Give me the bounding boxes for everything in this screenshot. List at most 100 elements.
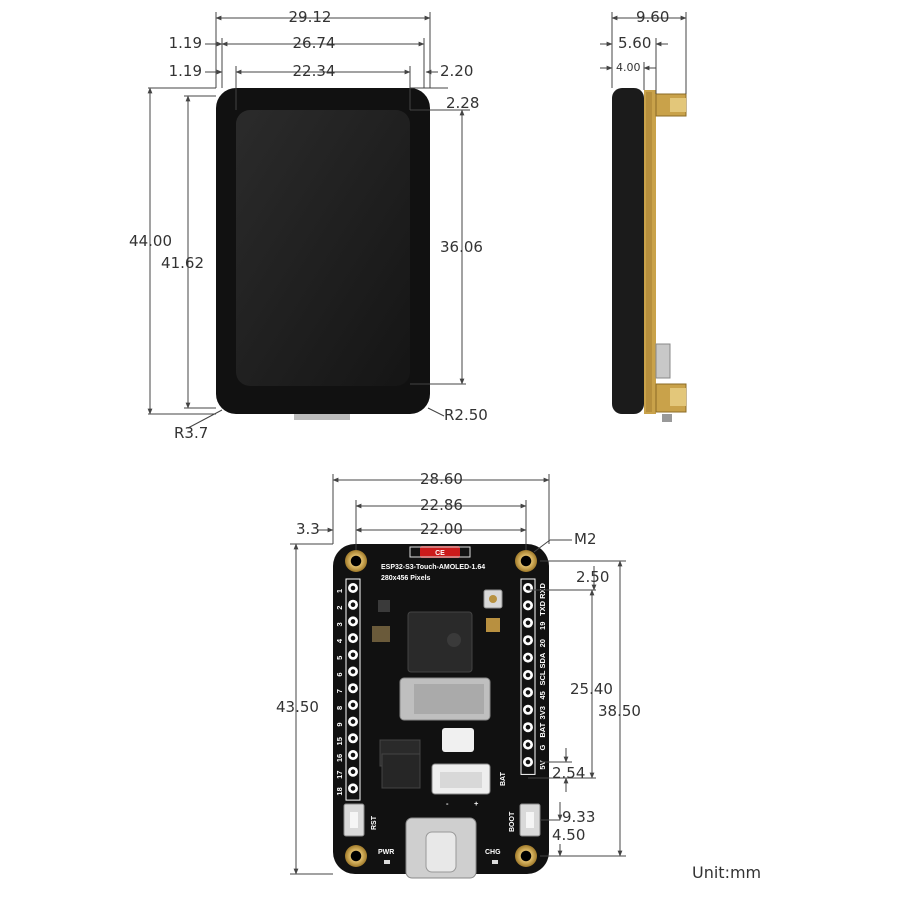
dim-active-height: 36.06 [440,238,483,256]
mounting-hole-top-left [345,550,367,572]
header-pin-label: 2 [335,606,344,610]
dim-board-height: 43.50 [276,698,319,716]
dim-header-top-offset: 2.50 [576,568,609,586]
header-pin-label: 16 [335,754,344,762]
dim-overall-height: 44.00 [129,232,172,250]
header-pin-hole [525,707,531,713]
dim-bezel-width: 26.74 [293,34,336,52]
chg-label: CHG [485,849,501,856]
side-view: 9.60 5.60 4.00 [600,8,687,422]
dim-right-offset: 2.20 [440,62,473,80]
ce-mark-box [420,546,460,558]
side-header-top-pin [670,98,686,112]
side-header-bottom-pin [670,388,686,406]
dim-hole-vertical-span: 38.50 [598,702,641,720]
header-pin-hole [350,702,356,708]
rst-label: RST [371,815,378,830]
usb-tab [294,414,350,420]
dim-active-width: 22.34 [293,62,336,80]
side-pcb-inner [646,92,652,412]
board-view: CE ESP32-S3-Touch-AMOLED-1.64 280x456 Pi… [276,470,641,879]
header-pin-label: 20 [538,639,547,647]
header-pin-label: 5 [335,656,344,660]
dim-hole-bottom-offset: 4.50 [552,826,585,844]
header-pin-label: BAT [538,722,547,737]
left-pins-outline [345,578,361,801]
header-pin-label: 4 [335,638,344,643]
header-pin-hole [350,769,356,774]
header-pin-label: 3V3 [538,706,547,719]
header-pin-hole [525,742,531,747]
dim-left-offset-top: 1.19 [169,34,202,52]
header-pin-label: 8 [335,706,344,710]
waveshare-logo [442,728,474,752]
gold-chip [486,618,500,632]
header-pin-hole [525,759,531,765]
header-pin-label: 6 [335,672,344,676]
header-pin-label: SCL [538,670,547,685]
header-pin-hole [525,655,531,660]
rst-button-cap[interactable] [350,812,358,828]
header-pin-label: G [538,745,547,751]
right-pins-outline [520,578,536,775]
boot-button-cap[interactable] [526,812,534,828]
side-usb-port [655,343,671,379]
dim-left-offset-inner: 1.19 [169,62,202,80]
dim-hole-edge-offset: 3.3 [296,520,320,538]
esp32-logo [447,633,461,647]
ce-mark: CE [435,550,445,557]
dim-corner-radius-left: R3.7 [174,424,208,442]
model-name: ESP32-S3-Touch-AMOLED-1.64 [381,564,485,571]
mounting-hole-top-right [515,550,537,572]
header-pin-hole [525,637,531,643]
header-pin-label: 45 [538,691,547,699]
header-pin-label: 19 [538,622,547,630]
dim-total-thickness: 9.60 [636,8,669,26]
small-chip-1 [372,626,390,642]
battery-connector-slot [440,772,482,788]
dim-mid-thickness: 5.60 [618,34,651,52]
header-pin-hole [525,724,531,730]
ufl-center [489,595,497,603]
pwr-label: PWR [378,849,394,856]
header-pin-label: 1 [335,589,344,593]
header-pin-hole [350,602,356,607]
header-pin-hole [350,585,356,591]
header-pin-hole [525,690,531,695]
header-pin-label: SDA [538,652,547,668]
small-chip-2 [378,600,390,612]
header-pin-hole [350,619,356,624]
header-pin-hole [525,672,531,678]
dim-corner-radius-right: R2.50 [444,406,488,424]
header-pin-hole [350,736,356,741]
header-pin-hole [350,635,356,641]
display-glass [236,110,410,386]
header-pin-hole [525,620,531,626]
dim-hole-span: 22.86 [420,496,463,514]
header-pin-hole [350,786,356,791]
mounting-hole-bottom-right [515,845,537,867]
bat-label: BAT [500,771,507,786]
boot-label: BOOT [509,811,516,832]
battery-plus: + [474,799,479,808]
header-pin-hole [350,669,356,674]
header-pin-hole [525,585,531,591]
dim-top-offset: 2.28 [446,94,479,112]
header-pin-label: TXD [538,600,547,616]
header-pin-label: 15 [335,737,344,745]
header-pin-hole [350,719,356,724]
ce-mark-pads [409,546,471,558]
mounting-hole-bottom-left [345,845,367,867]
side-display-body [612,88,644,414]
header-pin-hole [350,752,356,758]
charger-chip [381,753,421,789]
pwr-led [384,860,390,864]
dim-board-width: 28.60 [420,470,463,488]
resolution-label: 280x456 Pixels [381,575,431,582]
side-foot [662,414,672,422]
unit-label: Unit:mm [692,863,761,882]
shield-can-inner [414,684,484,714]
